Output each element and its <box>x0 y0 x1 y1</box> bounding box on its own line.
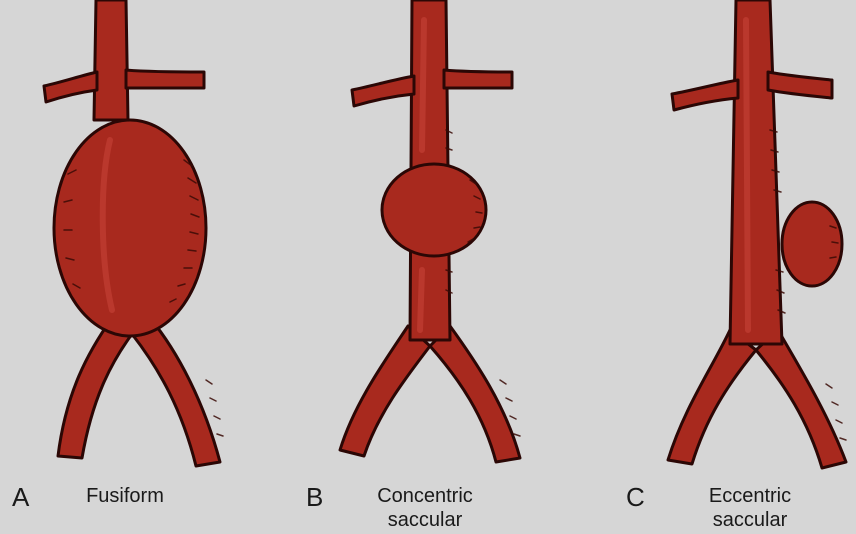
panel-c-aneurysm-sac <box>782 202 842 286</box>
panel-c-caption-line-1: Eccentric <box>690 484 810 508</box>
panel-c-right-branch <box>768 72 832 98</box>
panel-a-aneurysm-sac <box>54 120 206 336</box>
panel-c-left-iliac <box>668 330 756 464</box>
panel-b-caption-line-1: Concentric <box>360 484 490 508</box>
panel-c-caption-line-2: saccular <box>690 508 810 532</box>
panel-b-letter: B <box>306 482 323 513</box>
panel-a-upper-aorta <box>94 0 128 120</box>
panel-c-caption: Eccentric saccular <box>690 484 810 532</box>
panel-c-eccentric-saccular-aneurysm <box>668 0 846 468</box>
panel-a-caption: Fusiform <box>60 484 190 508</box>
panel-b-caption: Concentric saccular <box>360 484 490 532</box>
panel-a-left-iliac <box>58 318 132 458</box>
panel-a-left-branch <box>44 72 97 102</box>
panel-b-aneurysm-sac <box>382 164 486 256</box>
panel-b-left-iliac <box>340 326 430 456</box>
panel-b-caption-line-2: saccular <box>360 508 490 532</box>
panel-a-caption-line-1: Fusiform <box>60 484 190 508</box>
panel-c-upper-aorta <box>730 0 782 344</box>
panel-a-fusiform-aneurysm <box>44 0 223 466</box>
panel-a-right-iliac <box>132 318 220 466</box>
panel-b-left-branch <box>352 76 414 106</box>
panel-c-left-branch <box>672 80 738 110</box>
panel-a-letter: A <box>12 482 29 513</box>
panel-c-letter: C <box>626 482 645 513</box>
panel-b-concentric-saccular-aneurysm <box>340 0 520 462</box>
panel-c-right-iliac <box>756 330 846 468</box>
panel-a-right-branch <box>126 70 204 88</box>
panel-b-right-iliac <box>430 326 520 462</box>
panel-b-right-branch <box>444 70 512 88</box>
